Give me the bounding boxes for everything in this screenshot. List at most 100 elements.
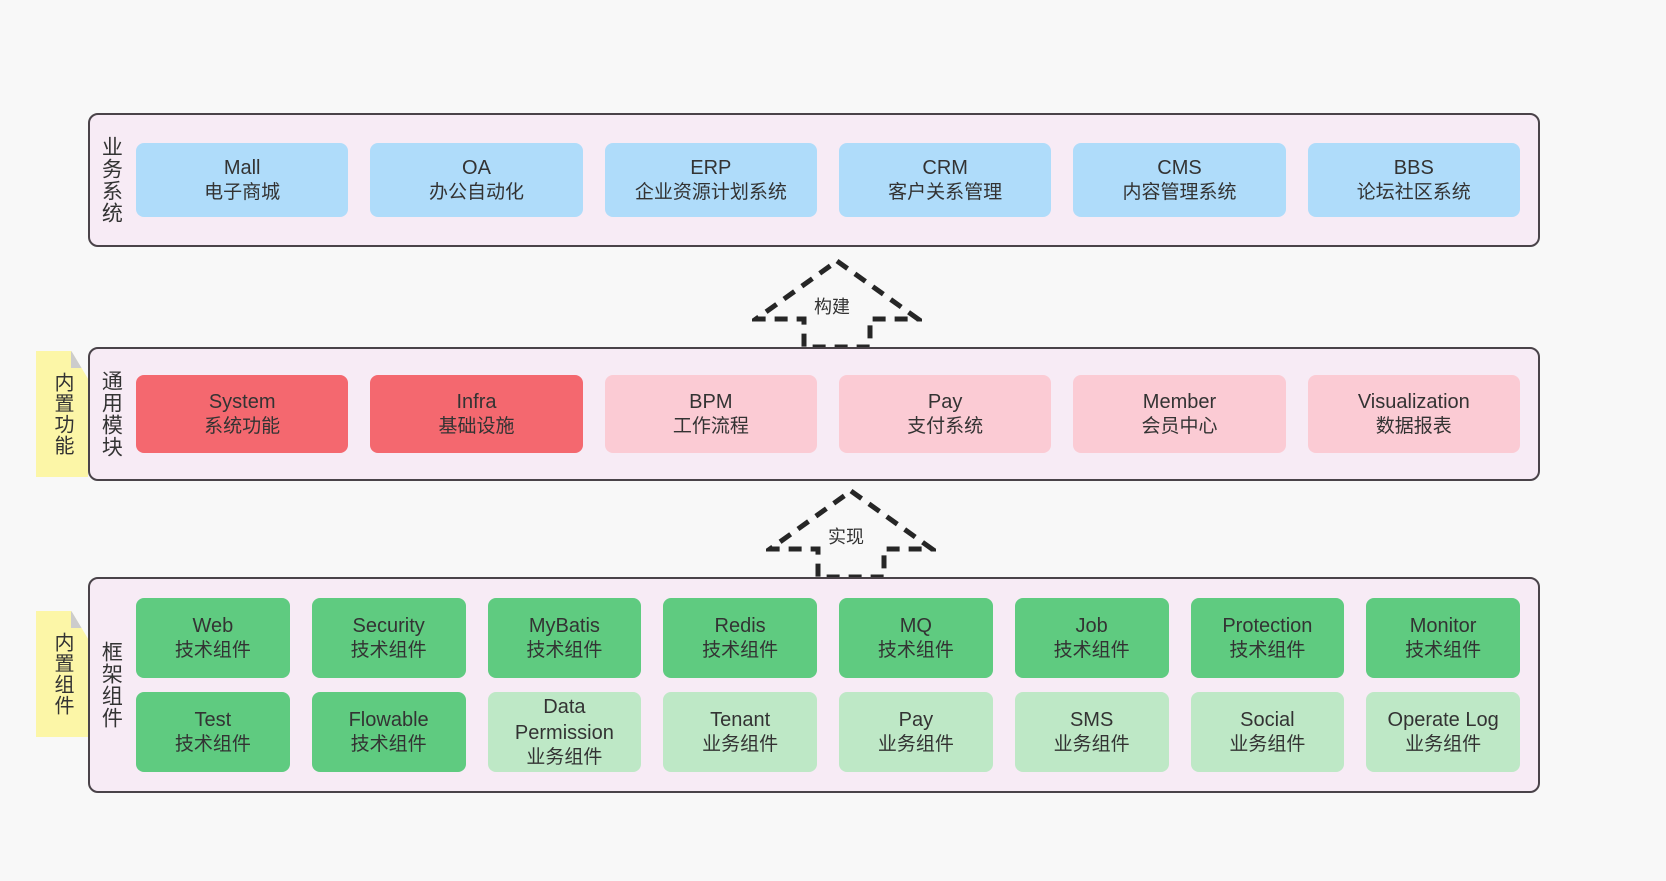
node-title: System <box>208 390 276 413</box>
node-title: Member <box>1142 390 1217 413</box>
node-oa[interactable]: OA 办公自动化 <box>370 143 583 217</box>
node-title: Monitor <box>1409 614 1477 637</box>
node-subtitle: 工作流程 <box>672 415 749 437</box>
node-crm[interactable]: CRM 客户关系管理 <box>838 143 1052 217</box>
node-flowable[interactable]: Flowable 技术组件 <box>311 692 466 772</box>
layer-body-business: Mall 电子商城 OA 办公自动化 ERP 企业资源计划系统 CRM 客户关系… <box>130 115 1538 245</box>
node-title: Web <box>192 614 234 637</box>
sticky-label: 内置组件 <box>51 632 73 716</box>
node-title: SMS <box>1069 708 1114 731</box>
node-protection[interactable]: Protection 技术组件 <box>1190 598 1345 678</box>
node-title: OA <box>462 156 491 179</box>
node-subtitle: 数据报表 <box>1375 415 1452 437</box>
folded-corner-icon <box>71 351 88 368</box>
node-subtitle: 业务组件 <box>1229 733 1306 755</box>
business-row: Mall 电子商城 OA 办公自动化 ERP 企业资源计划系统 CRM 客户关系… <box>136 143 1520 217</box>
node-subtitle: 业务组件 <box>702 733 779 755</box>
node-redis[interactable]: Redis 技术组件 <box>663 598 817 678</box>
node-sms[interactable]: SMS 业务组件 <box>1014 692 1169 772</box>
node-erp[interactable]: ERP 企业资源计划系统 <box>604 143 817 217</box>
layer-framework-component[interactable]: 框架组件 Web 技术组件 Security 技术组件 MyBatis 技术组件… <box>88 577 1540 793</box>
node-infra[interactable]: Infra 基础设施 <box>370 375 583 453</box>
node-mybatis[interactable]: MyBatis 技术组件 <box>487 598 642 678</box>
node-job[interactable]: Job 技术组件 <box>1014 598 1169 678</box>
node-title: CRM <box>922 156 968 179</box>
node-title: Test <box>194 708 232 731</box>
layer-body-common: System 系统功能 Infra 基础设施 BPM 工作流程 Pay 支付系统… <box>130 349 1538 479</box>
node-subtitle: 技术组件 <box>174 639 251 661</box>
node-title: Security <box>352 614 425 637</box>
node-bbs[interactable]: BBS 论坛社区系统 <box>1307 143 1520 217</box>
node-subtitle: 业务组件 <box>1405 733 1482 755</box>
node-security[interactable]: Security 技术组件 <box>311 598 466 678</box>
node-title: Data Permission <box>514 695 614 744</box>
layer-business-system[interactable]: 业务系统 Mall 电子商城 OA 办公自动化 ERP 企业资源计划系统 CRM… <box>88 113 1540 247</box>
node-title: Redis <box>714 614 766 637</box>
node-title: Visualization <box>1357 390 1470 413</box>
node-title: CMS <box>1157 156 1202 179</box>
node-subtitle: 技术组件 <box>877 639 954 661</box>
node-title: Social <box>1240 708 1295 731</box>
node-system[interactable]: System 系统功能 <box>136 375 349 453</box>
node-mall[interactable]: Mall 电子商城 <box>136 143 349 217</box>
framework-row-tech: Web 技术组件 Security 技术组件 MyBatis 技术组件 Redi… <box>136 598 1520 678</box>
node-subtitle: 技术组件 <box>1053 639 1130 661</box>
sticky-note-builtin-component[interactable]: 内置组件 <box>36 611 88 737</box>
node-title: Operate Log <box>1387 708 1499 731</box>
node-title: Flowable <box>348 708 429 731</box>
node-subtitle: 客户关系管理 <box>888 181 1003 203</box>
node-social[interactable]: Social 业务组件 <box>1190 692 1345 772</box>
sticky-label: 内置功能 <box>51 372 73 456</box>
node-subtitle: 支付系统 <box>907 415 984 437</box>
node-subtitle: 系统功能 <box>204 415 281 437</box>
node-subtitle: 基础设施 <box>438 415 515 437</box>
node-web[interactable]: Web 技术组件 <box>136 598 290 678</box>
layer-title-common: 通用模块 <box>99 370 123 458</box>
arrow-label-build: 构建 <box>812 293 852 319</box>
node-tenant[interactable]: Tenant 业务组件 <box>663 692 817 772</box>
node-subtitle: 业务组件 <box>526 746 603 768</box>
node-subtitle: 论坛社区系统 <box>1356 181 1471 203</box>
node-title: MyBatis <box>528 614 600 637</box>
node-subtitle: 技术组件 <box>702 639 779 661</box>
node-subtitle: 技术组件 <box>350 639 427 661</box>
node-member[interactable]: Member 会员中心 <box>1073 375 1286 453</box>
node-title: BBS <box>1393 156 1434 179</box>
node-subtitle: 技术组件 <box>174 733 251 755</box>
node-subtitle: 办公自动化 <box>428 181 524 203</box>
node-mq[interactable]: MQ 技术组件 <box>839 598 993 678</box>
arrow-implement[interactable]: 实现 <box>762 487 940 580</box>
layer-common-module[interactable]: 通用模块 System 系统功能 Infra 基础设施 BPM 工作流程 Pay… <box>88 347 1540 481</box>
node-title: Infra <box>456 390 497 413</box>
node-title: Pay <box>898 708 934 731</box>
layer-body-framework: Web 技术组件 Security 技术组件 MyBatis 技术组件 Redi… <box>130 579 1538 791</box>
node-title: MQ <box>899 614 932 637</box>
common-row: System 系统功能 Infra 基础设施 BPM 工作流程 Pay 支付系统… <box>136 375 1520 453</box>
node-title: Mall <box>223 156 261 179</box>
node-subtitle: 业务组件 <box>1053 733 1130 755</box>
node-cms[interactable]: CMS 内容管理系统 <box>1073 143 1286 217</box>
node-subtitle: 内容管理系统 <box>1122 181 1237 203</box>
node-data-permission[interactable]: Data Permission 业务组件 <box>487 692 642 772</box>
folded-corner-icon <box>71 611 88 628</box>
arrow-build[interactable]: 构建 <box>748 257 926 350</box>
node-title: Pay <box>927 390 963 413</box>
node-subtitle: 技术组件 <box>350 733 427 755</box>
node-pay-component[interactable]: Pay 业务组件 <box>839 692 993 772</box>
node-operate-log[interactable]: Operate Log 业务组件 <box>1366 692 1520 772</box>
node-visualization[interactable]: Visualization 数据报表 <box>1307 375 1520 453</box>
node-title: ERP <box>690 156 732 179</box>
node-subtitle: 会员中心 <box>1141 415 1218 437</box>
node-subtitle: 电子商城 <box>204 181 281 203</box>
node-subtitle: 技术组件 <box>526 639 603 661</box>
node-test[interactable]: Test 技术组件 <box>136 692 290 772</box>
sticky-note-builtin-function[interactable]: 内置功能 <box>36 351 88 477</box>
node-title: Job <box>1075 614 1108 637</box>
node-monitor[interactable]: Monitor 技术组件 <box>1366 598 1520 678</box>
node-subtitle: 技术组件 <box>1229 639 1306 661</box>
node-bpm[interactable]: BPM 工作流程 <box>604 375 817 453</box>
layer-title-framework: 框架组件 <box>99 641 123 729</box>
node-pay[interactable]: Pay 支付系统 <box>838 375 1052 453</box>
node-subtitle: 企业资源计划系统 <box>634 181 787 203</box>
